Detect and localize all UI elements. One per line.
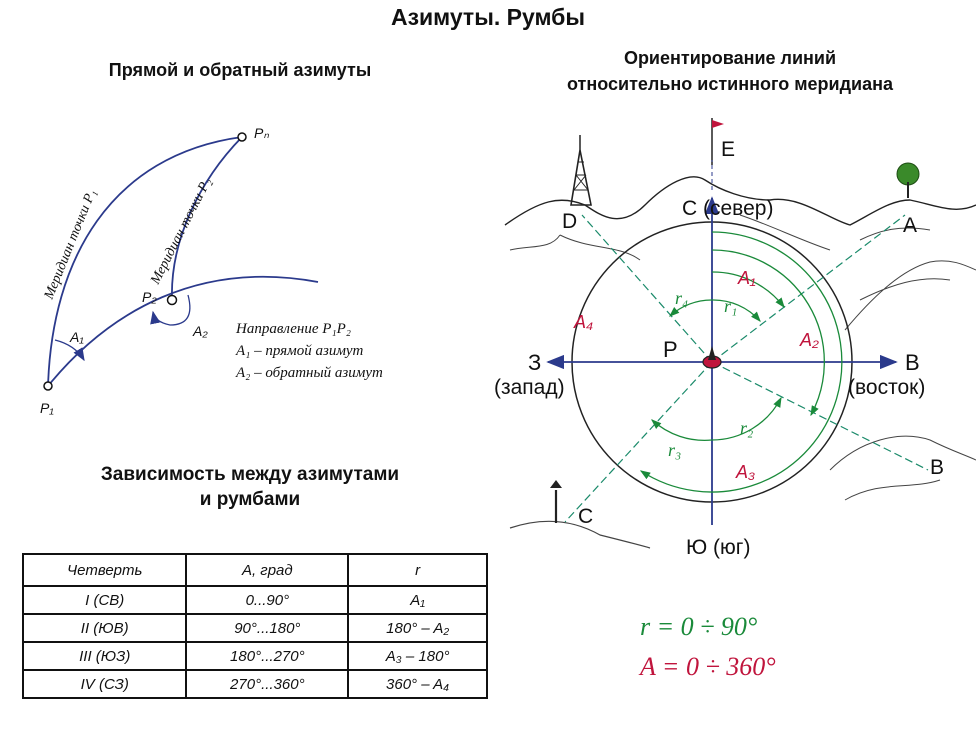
flag-icon <box>711 118 724 165</box>
terrain-right-hill <box>844 260 976 331</box>
rumb-r1-label: r₁ <box>724 296 737 316</box>
table-row: II (ЮВ) 90°...180° 180° – A₂ <box>21 613 488 643</box>
left-subtitle: Прямой и обратный азимуты <box>108 60 372 80</box>
compass-west-word: (запад) <box>494 376 565 399</box>
meridian2-label: Меридиан точки P₂ <box>148 176 215 288</box>
compass-north-label: С (север) <box>682 197 773 220</box>
azimuth-a1-label: A₁ <box>737 268 756 288</box>
point-p2 <box>166 294 178 306</box>
table-subtitle-line1: Зависимость между азимутами <box>100 464 400 485</box>
table-row: III (ЮЗ) 180°...270° A₃ – 180° <box>21 641 488 671</box>
rumb-range-formula: r = 0 ÷ 90° <box>640 612 758 641</box>
line-to-c <box>564 361 713 523</box>
compass-e-label: E <box>721 138 735 161</box>
arc-a3 <box>639 231 843 493</box>
legend-line-2: A₁ – прямой азимут <box>236 343 364 359</box>
compass-east-word: (восток) <box>848 376 925 399</box>
meridian-p1-curve <box>47 136 243 387</box>
table-cell: III (ЮЗ) <box>21 641 188 671</box>
right-subtitle: Ориентирование линий относительно истинн… <box>495 45 965 97</box>
page-title: Азимуты. Румбы <box>390 4 586 30</box>
point-d-label: D <box>562 210 577 233</box>
table-cell: 90°...180° <box>185 613 350 643</box>
compass-east-letter: В <box>905 350 920 375</box>
azimuth-rumb-table: Четверть A, град r I (СВ) 0...90° A₁ II … <box>21 553 488 699</box>
azimuth-a1-arc <box>54 339 85 362</box>
point-pn <box>237 132 247 142</box>
table-cell: 180° – A₂ <box>347 613 488 643</box>
table-header-row: Четверть A, град r <box>21 553 488 587</box>
meridian1-label: Меридиан точки P₁ <box>41 187 99 302</box>
a2-label: A₂ <box>192 323 208 339</box>
table-cell: 270°...360° <box>185 669 350 699</box>
arc-a1 <box>711 271 785 309</box>
p1-label: P₁ <box>40 400 54 416</box>
table-header-rumb: r <box>347 553 488 587</box>
rumb-r2-label: r₂ <box>740 418 753 438</box>
rumb-r4-label: r₄ <box>675 288 688 308</box>
arc-r2 <box>711 396 782 441</box>
azimuth-a2-label: A₂ <box>799 330 819 350</box>
arc-a2 <box>711 249 825 417</box>
direction-legend: Направление P₁P₂ A₁ – прямой азимут A₂ –… <box>236 318 383 384</box>
azimuth-a3-label: A₃ <box>735 462 755 482</box>
line-to-b <box>711 361 929 471</box>
legend-line-3: A₂ – обратный азимут <box>236 365 383 381</box>
table-cell: I (СВ) <box>21 585 188 615</box>
arc-r4 <box>669 299 713 317</box>
point-c-label: C <box>578 505 593 528</box>
right-subtitle-line1: Ориентирование линий <box>623 48 837 68</box>
rumb-r3-label: r₃ <box>668 440 681 460</box>
table-cell: 180°...270° <box>185 641 350 671</box>
legend-line-1: Направление P₁P₂ <box>236 321 352 337</box>
table-cell: 360° – A₄ <box>347 669 488 699</box>
line-to-a <box>711 214 906 363</box>
terrain-lines-1 <box>509 214 931 261</box>
azimuth-a4-label: A₄ <box>573 312 593 332</box>
table-cell: A₃ – 180° <box>347 641 488 671</box>
point-b-label: B <box>930 456 944 479</box>
arc-r3 <box>651 419 713 442</box>
a1-label: A₁ <box>69 329 84 345</box>
table-row: IV (СЗ) 270°...360° 360° – A₄ <box>21 669 488 699</box>
table-subtitle-line2: и румбами <box>199 489 301 510</box>
terrain-left-low <box>509 520 651 549</box>
table-cell: II (ЮВ) <box>21 613 188 643</box>
tree-icon <box>896 162 920 198</box>
point-a-label: A <box>903 214 917 237</box>
table-header-azimuth: A, град <box>185 553 350 587</box>
arc-r1 <box>711 299 761 322</box>
compass-west-letter: З <box>528 350 541 375</box>
line-to-d <box>581 214 713 363</box>
meridian-p2-curve <box>171 136 243 301</box>
pn-label: Pₙ <box>254 125 269 141</box>
tower-icon <box>570 135 592 206</box>
signpost-icon <box>550 480 562 523</box>
terrain-right-low <box>829 435 976 501</box>
compass-diagram: P С (север) Ю (юг) З (запад) В (восток) … <box>494 118 976 559</box>
table-cell: A₁ <box>347 585 488 615</box>
right-subtitle-line2: относительно истинного меридиана <box>567 74 893 94</box>
point-p1 <box>43 381 53 391</box>
azimuth-range-formula: A = 0 ÷ 360° <box>640 652 776 681</box>
table-cell: IV (СЗ) <box>21 669 188 699</box>
table-row: I (СВ) 0...90° A₁ <box>21 585 488 615</box>
table-cell: 0...90° <box>185 585 350 615</box>
compass-center-label: P <box>663 337 678 362</box>
azimuth-a2-arc <box>150 294 191 326</box>
table-subtitle: Зависимость между азимутами и румбами <box>40 462 460 512</box>
table-header-quarter: Четверть <box>21 553 188 587</box>
p2-label: P₂ <box>142 289 157 305</box>
compass-south-label: Ю (юг) <box>686 536 750 559</box>
